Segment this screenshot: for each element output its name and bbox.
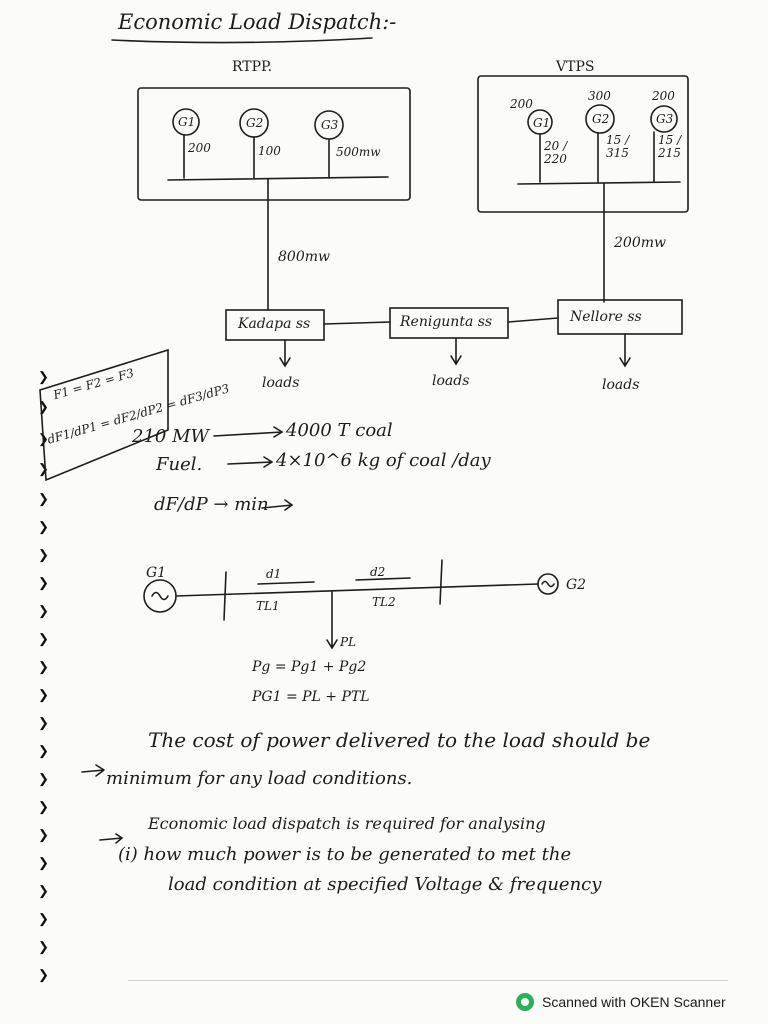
- tx-load-label: PL: [340, 635, 357, 649]
- rtpp-g3-label: G3: [321, 118, 339, 132]
- tx-equation-1: Pg = Pg1 + Pg2: [252, 659, 367, 675]
- vtps-g2-label: G2: [592, 112, 610, 126]
- binding-mark: ❯: [38, 856, 49, 871]
- rtpp-total: 800mw: [278, 249, 330, 265]
- page-title: Economic Load Dispatch:-: [118, 10, 397, 34]
- vtps-g1-rating: 200: [510, 97, 533, 111]
- tx-gen-right-symbol: [537, 573, 559, 595]
- note-2-line-3: load condition at specified Voltage & fr…: [168, 874, 602, 895]
- note-2-line-1: Economic load dispatch is required for a…: [148, 814, 546, 833]
- rtpp-g2-output: 100: [258, 144, 281, 158]
- binding-mark: ❯: [38, 800, 49, 815]
- rtpp-label: RTPP.: [232, 59, 273, 75]
- tx-line: [175, 583, 539, 597]
- binding-mark: ❯: [38, 968, 49, 983]
- load-renigunta: loads: [432, 373, 470, 389]
- substation-kadapa: Kadapa ss: [238, 316, 311, 332]
- binding-mark: ❯: [38, 370, 49, 385]
- tx-d2-label: d2: [370, 565, 386, 579]
- binding-mark: ❯: [38, 520, 49, 535]
- title-underline: [111, 37, 373, 44]
- binding-mark: ❯: [38, 632, 49, 647]
- binding-mark: ❯: [38, 604, 49, 619]
- vtps-g3-rating: 200: [652, 89, 675, 103]
- scanner-watermark: Scanned with OKEN Scanner: [516, 992, 726, 1012]
- renigunta-box: [389, 307, 509, 339]
- vtps-g3-label: G3: [656, 112, 674, 126]
- binding-mark: ❯: [38, 716, 49, 731]
- tx-gen-left-label: G1: [146, 565, 167, 581]
- binding-mark: ❯: [38, 772, 49, 787]
- vtps-g3-symbol: [650, 105, 678, 133]
- footer-divider: [128, 980, 728, 981]
- rtpp-g1-label: G1: [178, 115, 196, 129]
- fuel-label: Fuel.: [156, 454, 203, 475]
- tx-d1-label: d1: [266, 567, 282, 581]
- kadapa-box: [225, 309, 325, 341]
- binding-mark: ❯: [38, 660, 49, 675]
- tx-gen-right-label: G2: [566, 577, 587, 593]
- tx-tl2-label: TL2: [372, 595, 396, 609]
- rtpp-bus: [167, 176, 389, 181]
- scanner-label: Scanned with OKEN Scanner: [542, 994, 726, 1010]
- note-1-line-1: The cost of power delivered to the load …: [148, 728, 651, 752]
- load-nellore: loads: [602, 377, 640, 393]
- binding-mark: ❯: [38, 912, 49, 927]
- rtpp-g1-symbol: [172, 108, 200, 136]
- rtpp-box: [137, 87, 411, 201]
- vtps-g2-rating: 300: [588, 89, 611, 103]
- vtps-bus: [517, 181, 681, 185]
- load-kadapa: loads: [262, 375, 300, 391]
- equation-box: [39, 348, 169, 482]
- note-2-line-2: (i) how much power is to be generated to…: [118, 844, 572, 865]
- binding-mark: ❯: [38, 744, 49, 759]
- vtps-total: 200mw: [614, 235, 666, 251]
- nellore-box: [557, 299, 683, 335]
- vtps-g2-output: 15 / 315: [606, 133, 630, 161]
- fuel-rate: 4×10^6 kg of coal /day: [276, 450, 491, 471]
- minimize-equation: dF/dP → min: [154, 494, 269, 515]
- binding-mark: ❯: [38, 548, 49, 563]
- tx-tl1-label: TL1: [256, 599, 280, 613]
- vtps-g2-symbol: [585, 104, 615, 134]
- binding-mark: ❯: [38, 400, 49, 415]
- vtps-label: VTPS: [556, 59, 595, 75]
- scanner-logo-icon: [516, 993, 534, 1011]
- binding-mark: ❯: [38, 884, 49, 899]
- binding-mark: ❯: [38, 940, 49, 955]
- vtps-g3-output: 15 / 215: [658, 133, 682, 161]
- binding-mark: ❯: [38, 492, 49, 507]
- vtps-box: [477, 75, 689, 213]
- capacity-value: 210 MW: [132, 426, 210, 447]
- binding-mark: ❯: [38, 828, 49, 843]
- rtpp-g3-output: 500mw: [336, 145, 381, 159]
- rtpp-g2-label: G2: [246, 116, 264, 130]
- substation-nellore: Nellore ss: [570, 309, 642, 325]
- vtps-g1-label: G1: [533, 116, 551, 130]
- vtps-g1-output: 20 / 220: [544, 139, 568, 167]
- binding-mark: ❯: [38, 462, 49, 477]
- note-1-line-2: minimum for any load conditions.: [106, 768, 413, 789]
- tx-equation-2: PG1 = PL + PTL: [252, 689, 370, 705]
- substation-renigunta: Renigunta ss: [400, 314, 493, 330]
- coal-value: 4000 T coal: [286, 420, 393, 441]
- binding-mark: ❯: [38, 576, 49, 591]
- rtpp-g1-output: 200: [188, 141, 211, 155]
- binding-mark: ❯: [38, 688, 49, 703]
